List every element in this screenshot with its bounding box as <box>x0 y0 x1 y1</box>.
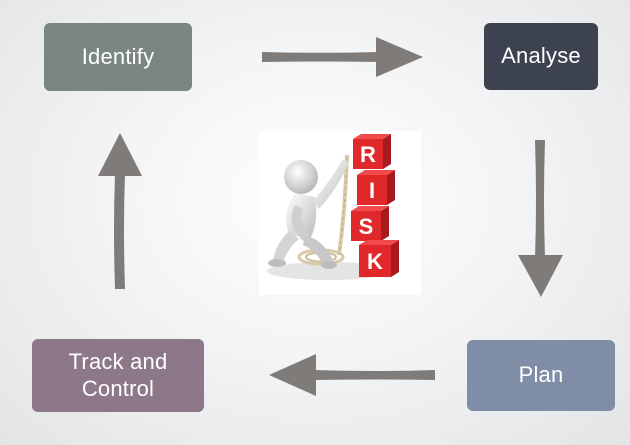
risk-block-s: S <box>351 206 389 241</box>
arrow-right-icon <box>262 37 423 77</box>
risk-figure-image: R I S K <box>267 134 399 280</box>
step-analyse-label: Analyse <box>501 43 581 69</box>
step-plan-label: Plan <box>518 362 564 388</box>
step-track-label-line2: Control <box>81 375 155 401</box>
arrow-up-icon <box>98 133 142 289</box>
step-plan: Plan <box>467 340 615 411</box>
step-identify: Identify <box>44 23 192 91</box>
step-track-and-control: Track and Control <box>32 339 204 412</box>
step-analyse: Analyse <box>484 23 598 90</box>
step-identify-label: Identify <box>81 43 155 69</box>
risk-letter-i: I <box>369 178 375 203</box>
arrow-left-icon <box>269 354 435 396</box>
arrow-down-icon <box>518 140 563 297</box>
risk-letter-k: K <box>367 249 383 274</box>
risk-letter-s: S <box>359 214 374 239</box>
risk-letter-r: R <box>360 142 376 167</box>
risk-block-r: R <box>353 134 391 169</box>
risk-illustration: R I S K <box>259 131 421 295</box>
risk-block-i: I <box>357 170 395 205</box>
person-figure <box>268 159 349 269</box>
risk-block-k: K <box>359 240 399 277</box>
step-track-label-line1: Track and <box>68 349 168 375</box>
risk-blocks: R I S K <box>351 134 399 277</box>
